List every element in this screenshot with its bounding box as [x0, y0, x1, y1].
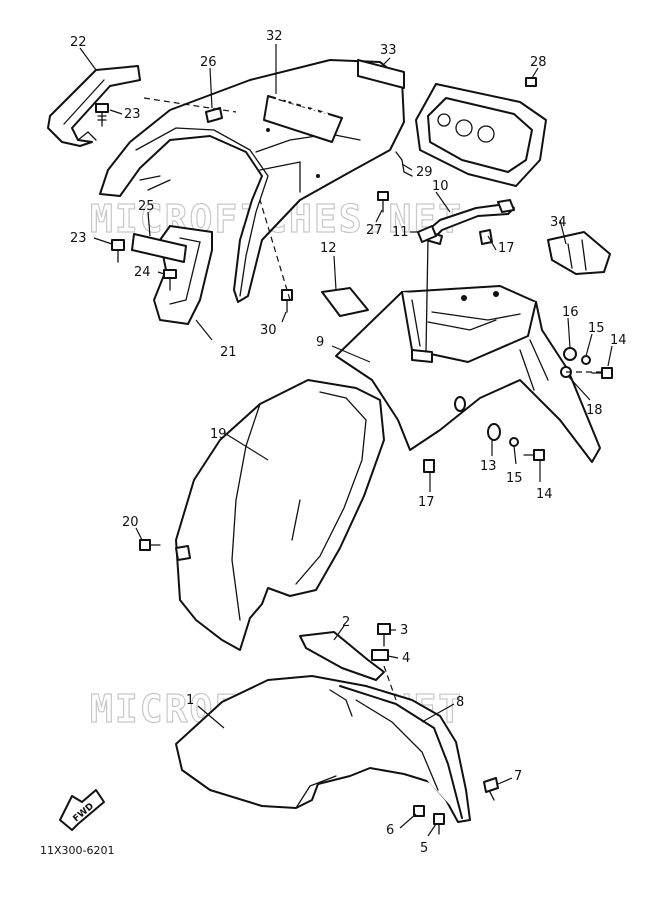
bolt-part-23-upper	[95, 103, 109, 127]
screw-part-28	[525, 77, 537, 87]
callout-17-upper: 17	[498, 241, 515, 256]
tool-bag-part-34	[547, 231, 611, 275]
collar-part-4	[371, 649, 389, 661]
callout-4: 4	[402, 651, 410, 666]
callout-13: 13	[480, 459, 497, 474]
leader-lines	[79, 44, 613, 837]
bolt-part-20	[139, 539, 161, 551]
callout-15-lower: 15	[506, 471, 523, 486]
callout-27: 27	[366, 223, 383, 238]
bolt-part-23-lower	[111, 239, 125, 263]
callout-11: 11	[392, 225, 409, 240]
bolt-part-14-lower	[523, 449, 545, 461]
callout-14-upper: 14	[610, 333, 627, 348]
callout-22: 22	[70, 35, 87, 50]
callout-21: 21	[220, 345, 237, 360]
callout-24: 24	[134, 265, 151, 280]
washer-part-15-upper	[581, 355, 591, 365]
grab-bar-part-22	[47, 65, 141, 147]
diagram-code: 11X300-6201	[40, 844, 115, 857]
callout-3: 3	[400, 623, 408, 638]
clip-part-11	[417, 225, 437, 243]
callout-15-upper: 15	[588, 321, 605, 336]
hook-part-29	[395, 151, 413, 177]
bolt-part-3	[377, 623, 391, 647]
callout-20: 20	[122, 515, 139, 530]
callout-23-lower: 23	[70, 231, 87, 246]
bolt-part-7	[483, 777, 499, 801]
callout-6: 6	[386, 823, 394, 838]
label-part-12	[321, 287, 369, 317]
callout-30: 30	[260, 323, 277, 338]
grommet-part-13	[487, 423, 501, 441]
forward-arrow-icon: FWD	[59, 789, 105, 831]
callout-2: 2	[342, 615, 350, 630]
callout-25: 25	[138, 199, 155, 214]
grommet-part-17-lower	[423, 459, 435, 473]
rear-fender-part-9	[335, 285, 601, 463]
callout-16: 16	[562, 305, 579, 320]
callout-29: 29	[416, 165, 433, 180]
washer-part-16	[563, 347, 577, 361]
bolt-part-27	[377, 191, 389, 213]
callout-8: 8	[456, 695, 464, 710]
bolt-part-5	[433, 813, 445, 835]
callout-17-lower: 17	[418, 495, 435, 510]
callout-12: 12	[320, 241, 337, 256]
callouts: 22 32 33 26 28 23 29 10 25 27 34 23 17 1…	[70, 29, 627, 856]
callout-7: 7	[514, 769, 522, 784]
callout-26: 26	[200, 55, 217, 70]
pad-part-25	[131, 233, 187, 263]
callout-19: 19	[210, 427, 227, 442]
callout-33: 33	[380, 43, 397, 58]
washer-part-15-lower	[509, 437, 519, 447]
front-fender-part-1	[175, 675, 471, 823]
callout-5: 5	[420, 841, 428, 856]
pad-part-33	[357, 59, 405, 89]
tail-lamp-bracket	[415, 83, 547, 187]
callout-1: 1	[186, 693, 194, 708]
grommet-part-17-upper	[479, 229, 493, 245]
callout-18: 18	[586, 403, 603, 418]
callout-28: 28	[530, 55, 547, 70]
washer-part-6	[413, 805, 425, 817]
grommet-near-9	[454, 396, 466, 412]
callout-10: 10	[432, 179, 449, 194]
rear-cowl-part-32: FJ1200	[99, 59, 405, 303]
bolt-part-24	[163, 269, 177, 291]
bolt-part-14-upper	[591, 367, 613, 379]
callout-34: 34	[550, 215, 567, 230]
brace-part-2	[299, 631, 385, 681]
callout-9: 9	[316, 335, 324, 350]
bolt-part-30	[281, 289, 293, 313]
callout-14-lower: 14	[536, 487, 553, 502]
callout-32: 32	[266, 29, 283, 44]
callout-23-upper: 23	[124, 107, 141, 122]
inner-fender-part-19	[175, 379, 385, 651]
